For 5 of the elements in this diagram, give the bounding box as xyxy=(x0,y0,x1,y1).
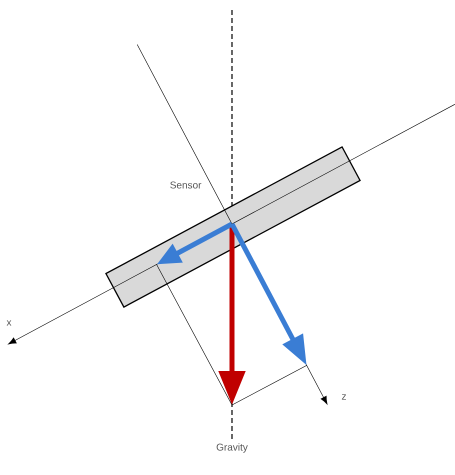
sensor-label: Sensor xyxy=(170,181,202,189)
sensor-box xyxy=(105,146,361,308)
x-axis-label: x xyxy=(6,320,12,326)
gravity-label: Gravity xyxy=(216,443,248,453)
z-axis-label: z xyxy=(342,394,346,400)
